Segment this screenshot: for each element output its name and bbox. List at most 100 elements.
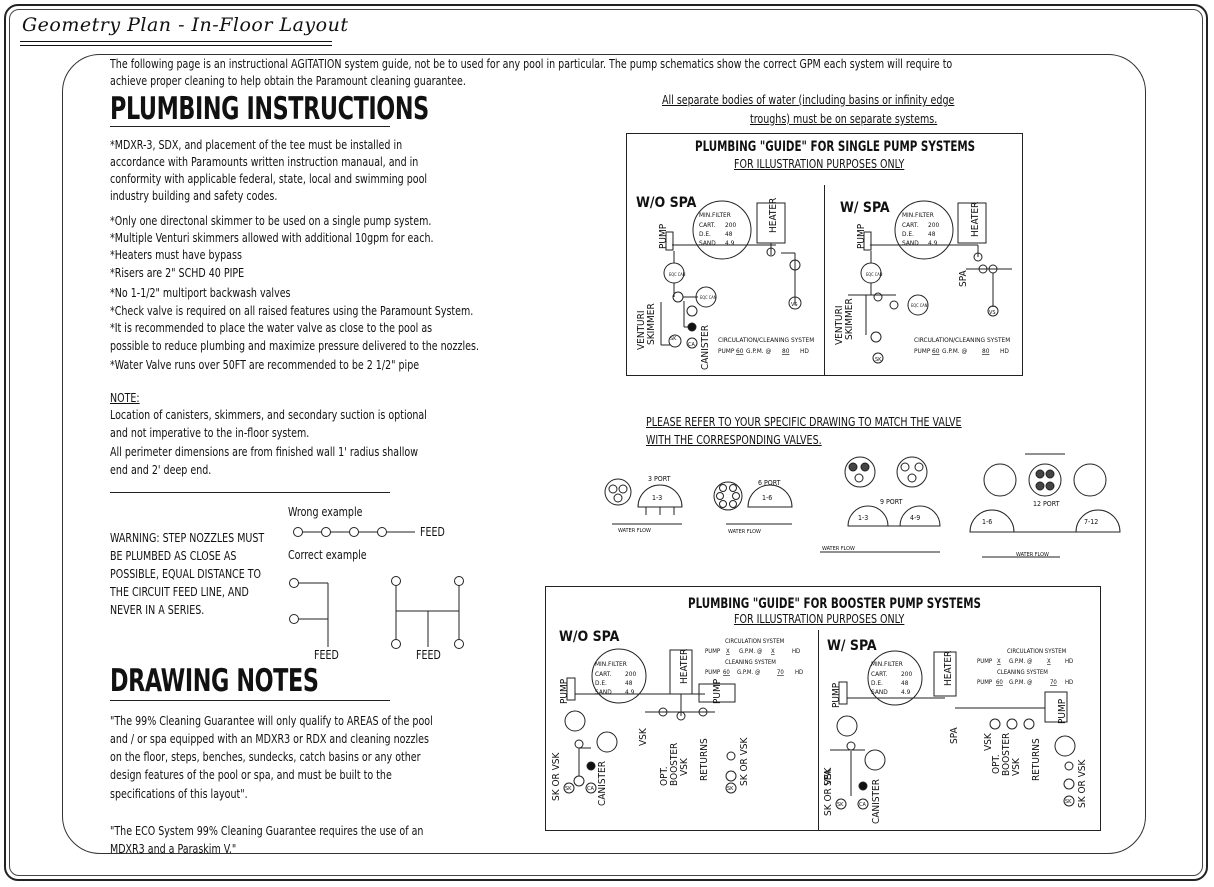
plumbing-bullet: *Multiple Venturi skimmers allowed with … xyxy=(110,231,434,245)
drawing-notes-line: "The 99% Cleaning Guarantee will only qu… xyxy=(110,714,433,728)
single-guide-subtitle: FOR ILLUSTRATION PURPOSES ONLY xyxy=(734,157,905,171)
svg-text:SAND: SAND xyxy=(902,239,919,247)
drawing-notes-line: and / or spa equipped with an MDXR3 or R… xyxy=(110,732,429,746)
drawing-notes-line: on the floor, steps, benches, sundecks, … xyxy=(110,750,421,764)
svg-text:SAND: SAND xyxy=(871,688,888,696)
warning-line: WARNING: STEP NOZZLES MUST xyxy=(110,531,265,545)
svg-text:60: 60 xyxy=(723,669,730,676)
note-line: and not imperative to the in-floor syste… xyxy=(110,426,310,440)
svg-text:HD: HD xyxy=(1000,347,1009,355)
plumbing-para-line: accordance with Paramounts written instr… xyxy=(110,155,419,169)
svg-text:D.E.: D.E. xyxy=(699,230,711,238)
svg-text:D.E.: D.E. xyxy=(871,679,883,687)
svg-text:4.9: 4.9 xyxy=(901,688,911,696)
svg-text:EQC CAN: EQC CAN xyxy=(911,303,928,308)
svg-text:200: 200 xyxy=(928,221,939,229)
svg-text:CANISTER: CANISTER xyxy=(871,779,882,824)
outer-frame xyxy=(4,4,1208,881)
correct-feed-label-2: FEED xyxy=(416,648,441,662)
svg-text:VSK: VSK xyxy=(983,732,994,751)
svg-text:SK OR VSK: SK OR VSK xyxy=(551,751,562,801)
svg-text:60: 60 xyxy=(736,347,744,355)
svg-text:VSK: VSK xyxy=(638,727,649,746)
svg-text:PUMP: PUMP xyxy=(914,347,931,355)
svg-text:CART.: CART. xyxy=(871,670,887,678)
svg-text:48: 48 xyxy=(901,679,909,687)
svg-text:CIRCULATION/CLEANING SYSTEM: CIRCULATION/CLEANING SYSTEM xyxy=(718,336,814,344)
plumbing-bullet: *Risers are 2" SCHD 40 PIPE xyxy=(110,266,245,280)
svg-text:SK: SK xyxy=(565,786,572,792)
svg-text:CART.: CART. xyxy=(595,670,611,678)
drawing-notes-line: design features of the pool or spa, and … xyxy=(110,768,392,782)
svg-text:HD: HD xyxy=(1065,679,1073,686)
warning-line: BE PLUMBED AS CLOSE AS xyxy=(110,549,237,563)
svg-text:200: 200 xyxy=(901,670,912,678)
title-underline-2 xyxy=(20,45,332,46)
wrong-example-label: Wrong example xyxy=(288,505,363,519)
svg-text:CA: CA xyxy=(688,342,695,348)
drawing-notes-line: MDXR3 and a Paraskim V." xyxy=(110,842,237,856)
intro-line-2: achieve proper cleaning to help obtain t… xyxy=(110,74,466,88)
svg-text:CA: CA xyxy=(587,786,594,792)
svg-text:SK: SK xyxy=(670,336,677,342)
svg-text:SAND: SAND xyxy=(699,239,716,247)
svg-text:SK: SK xyxy=(875,357,882,363)
wrong-feed-label: FEED xyxy=(420,525,445,539)
svg-text:X: X xyxy=(997,658,1001,665)
svg-text:HEATER: HEATER xyxy=(970,202,981,237)
svg-text:HD: HD xyxy=(800,347,809,355)
svg-text:HEATER: HEATER xyxy=(768,198,779,233)
page-title: Geometry Plan - In-Floor Layout xyxy=(22,14,349,36)
section-divider xyxy=(110,492,390,493)
svg-text:D.E.: D.E. xyxy=(902,230,914,238)
svg-text:80: 80 xyxy=(982,347,990,355)
svg-text:VSK: VSK xyxy=(679,757,690,776)
svg-text:VS: VS xyxy=(989,310,996,316)
single-pump-schematics: W/O SPA W/ SPA MIN.FILTER CART. 200 D.E. 4… xyxy=(636,195,1012,370)
svg-text:48: 48 xyxy=(928,230,936,238)
warning-line: THE CIRCUIT FEED LINE, AND xyxy=(110,585,249,599)
water-flow-1: WATER FLOW xyxy=(618,528,651,534)
svg-text:CIRCULATION/CLEANING SYSTEM: CIRCULATION/CLEANING SYSTEM xyxy=(914,336,1010,344)
svg-text:48: 48 xyxy=(725,230,733,238)
svg-text:HEATER: HEATER xyxy=(943,651,954,686)
svg-text:VSK: VSK xyxy=(1011,757,1022,776)
correct-example-label: Correct example xyxy=(288,548,367,562)
svg-text:CANISTER: CANISTER xyxy=(700,325,711,370)
plumbing-bullet: *Heaters must have bypass xyxy=(110,248,242,262)
svg-text:MIN.FILTER: MIN.FILTER xyxy=(902,211,934,219)
note-label: NOTE: xyxy=(110,391,140,405)
svg-text:SK: SK xyxy=(727,786,734,792)
range-1-6: 1-6 xyxy=(762,494,772,502)
svg-text:CART.: CART. xyxy=(902,221,918,229)
port6-label: 6 PORT xyxy=(758,479,781,487)
svg-text:PUMP: PUMP xyxy=(977,658,993,665)
svg-text:G.P.M. @: G.P.M. @ xyxy=(1009,679,1033,686)
svg-text:4.9: 4.9 xyxy=(928,239,938,247)
svg-text:PUMP: PUMP xyxy=(559,678,570,704)
valve-note-line: PLEASE REFER TO YOUR SPECIFIC DRAWING TO… xyxy=(646,415,962,429)
svg-text:200: 200 xyxy=(725,221,736,229)
svg-text:PUMP: PUMP xyxy=(977,679,993,686)
plumbing-bullet: *No 1-1/2" multiport backwash valves xyxy=(110,286,291,300)
single-right-label: W/ SPA xyxy=(840,200,890,216)
svg-text:70: 70 xyxy=(777,669,784,676)
svg-text:BOOSTER: BOOSTER xyxy=(1001,733,1012,776)
plumbing-bullet: *It is recommended to place the water va… xyxy=(110,321,433,335)
plumbing-para-line: conformity with applicable federal, stat… xyxy=(110,172,428,186)
svg-text:X: X xyxy=(771,648,775,655)
svg-text:MIN.FILTER: MIN.FILTER xyxy=(871,660,903,668)
range-1-6b: 1-6 xyxy=(982,518,992,526)
single-left-label: W/O SPA xyxy=(636,195,697,211)
svg-text:CLEANING SYSTEM: CLEANING SYSTEM xyxy=(725,659,776,666)
svg-text:CA: CA xyxy=(859,802,866,808)
inner-frame xyxy=(9,9,1203,876)
svg-text:PUMP: PUMP xyxy=(1057,698,1068,724)
range-4-9: 4-9 xyxy=(910,514,920,522)
content-border xyxy=(62,54,1146,854)
drawing-notes-rule xyxy=(110,700,390,701)
svg-text:CIRCULATION SYSTEM: CIRCULATION SYSTEM xyxy=(1007,648,1067,655)
drawing-notes-line: "The ECO System 99% Cleaning Guarantee r… xyxy=(110,824,424,838)
valve-diagrams: 3 PORT 1-3 WATER FLOW 6 PORT 1-6 WATER F… xyxy=(604,453,1121,558)
